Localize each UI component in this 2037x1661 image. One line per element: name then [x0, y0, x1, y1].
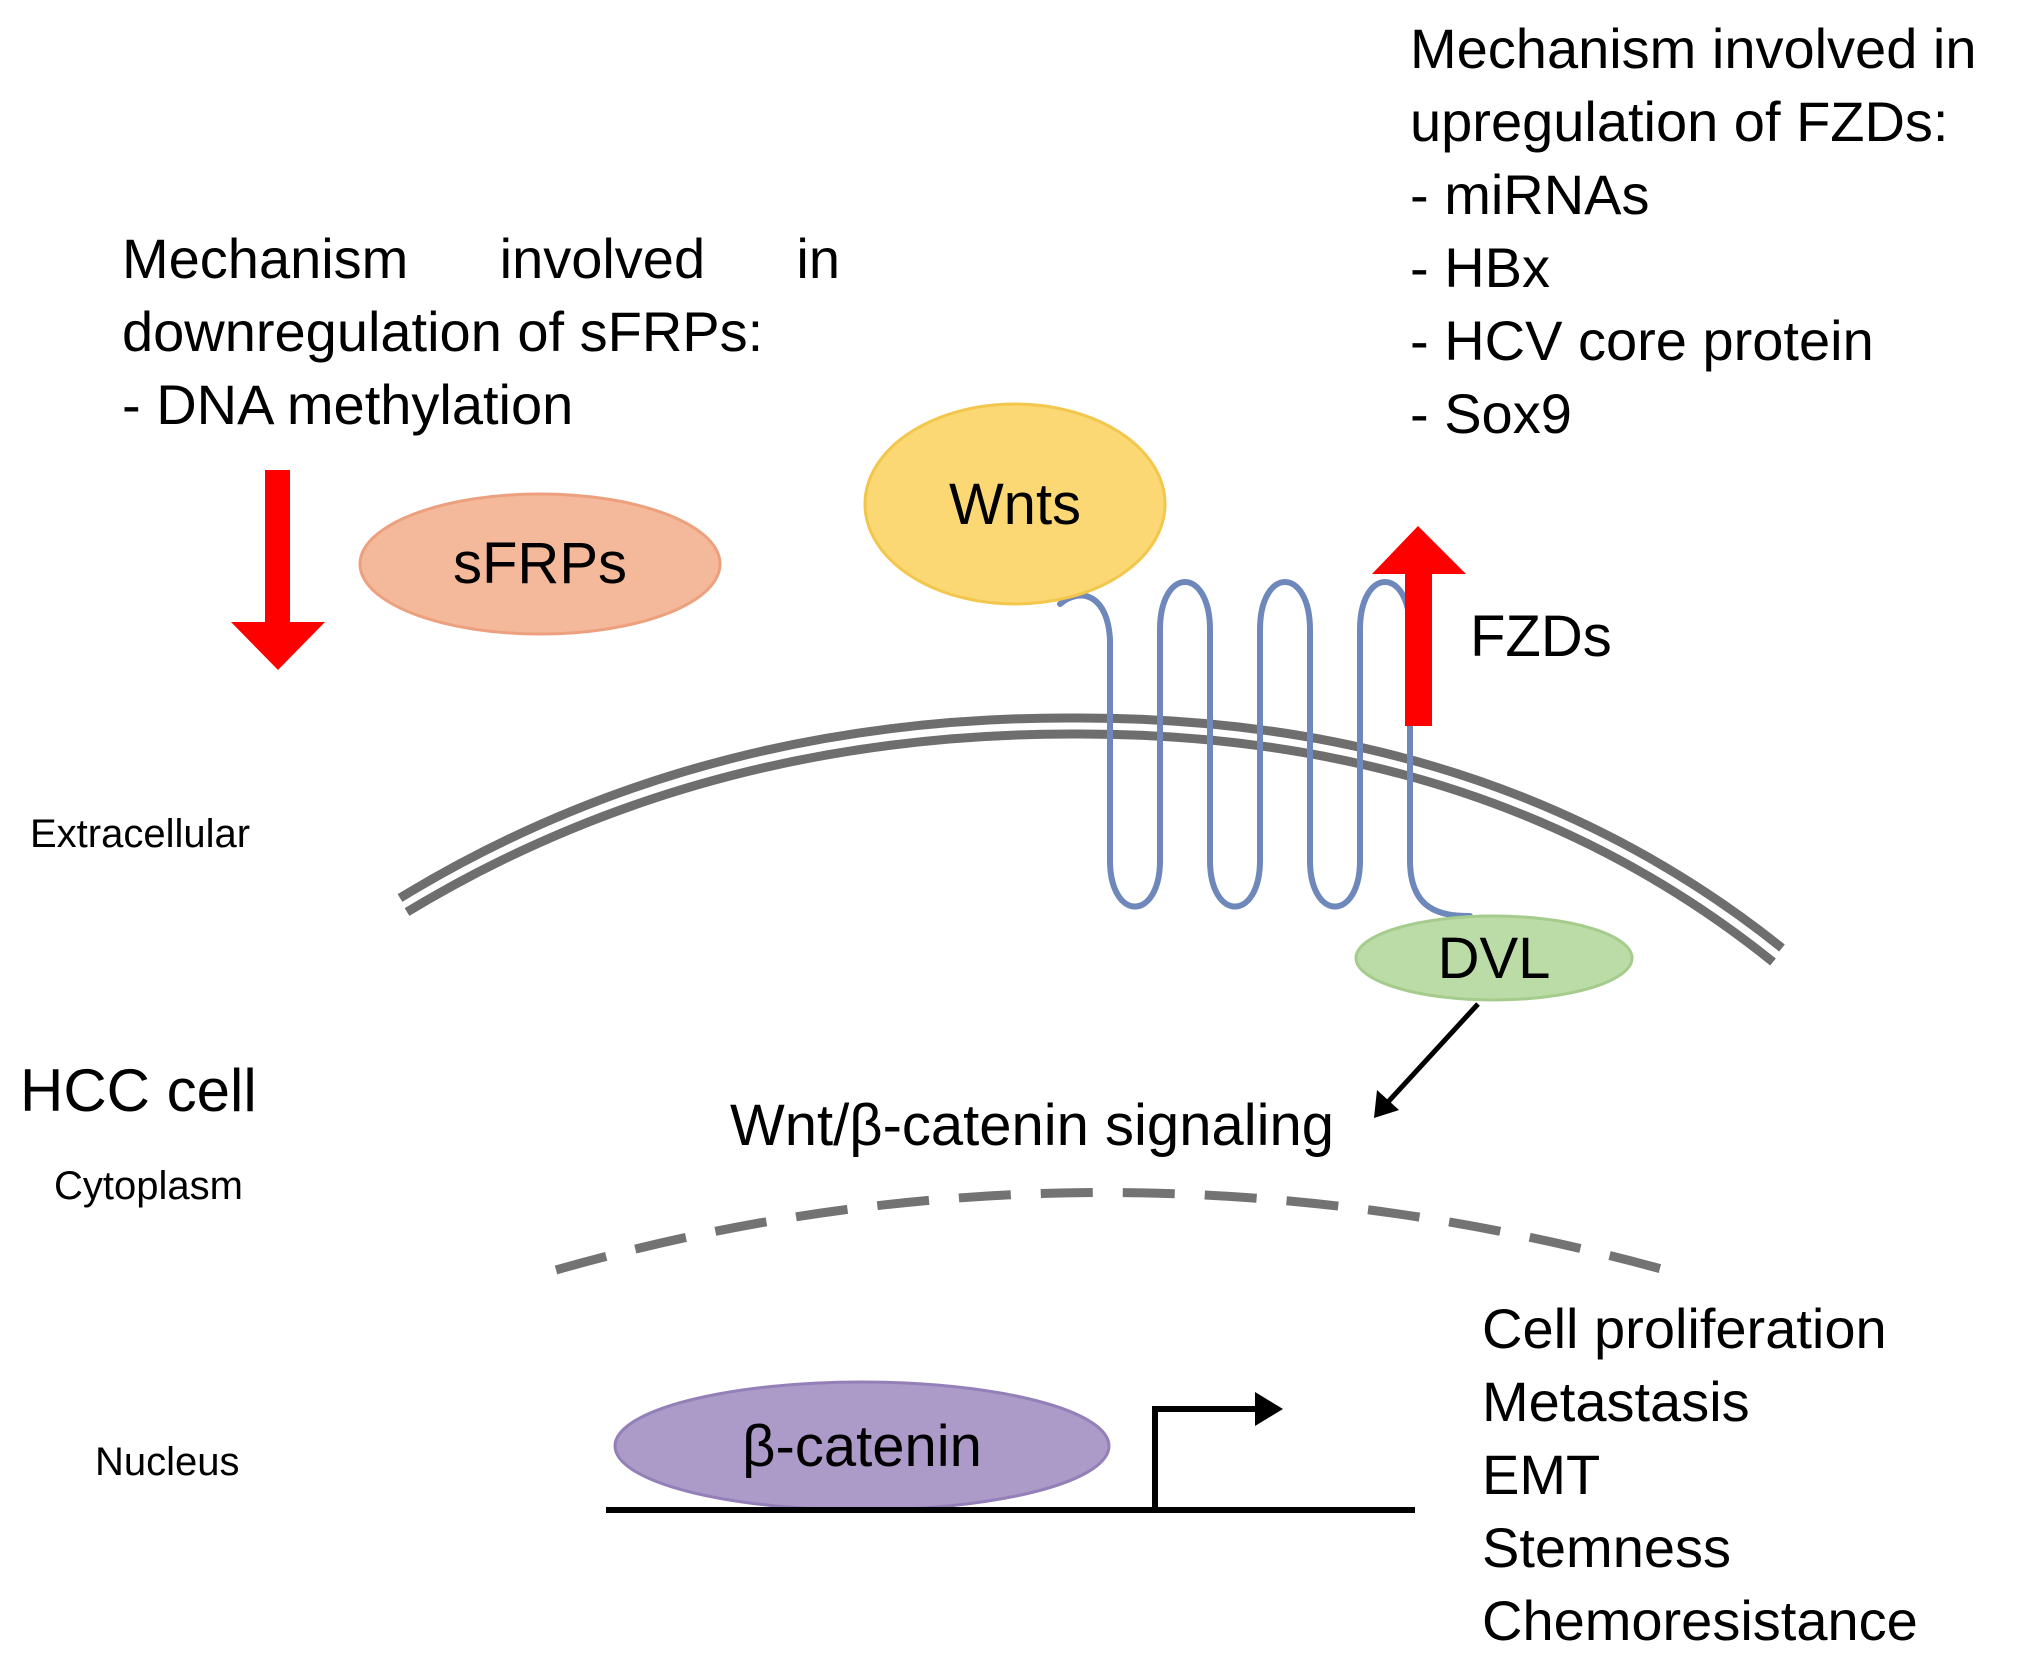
wnts-label: Wnts — [948, 472, 1082, 537]
sfrp-mechanism-heading-line2: downregulation of sFRPs: — [122, 300, 764, 363]
fzd-mechanism-item: - HBx — [1410, 236, 1550, 299]
outcome-item: Metastasis — [1482, 1370, 1750, 1433]
transcription-arrowhead-icon — [1255, 1392, 1283, 1426]
dvl-ellipse — [1354, 914, 1634, 1002]
sfrp-mechanism-heading-line1: Mechanism involved in — [122, 222, 840, 295]
extracellular-label: Extracellular — [30, 812, 251, 856]
dvl-signaling-arrowhead-icon — [1374, 1090, 1399, 1118]
signaling-label: Wnt/β-catenin signaling — [730, 1093, 1334, 1158]
dvl-signaling-arrow — [1386, 1002, 1480, 1104]
dvl-label: DVL — [1437, 926, 1551, 991]
cell-membrane-inner — [404, 729, 1776, 966]
fzd-mechanism-item: - miRNAs — [1410, 163, 1650, 226]
outcome-item: Stemness — [1482, 1516, 1731, 1579]
down-arrow-icon — [231, 470, 325, 670]
cell-membrane-outer — [397, 713, 1785, 952]
sfrp-heading-word-2: involved — [499, 227, 706, 290]
outcome-item: EMT — [1482, 1443, 1601, 1506]
outcome-item: Chemoresistance — [1482, 1589, 1918, 1652]
up-arrow-icon — [1372, 526, 1466, 726]
cytoplasm-label: Cytoplasm — [54, 1164, 243, 1208]
fzd-mechanism-text: Mechanism involved in upregulation of FZ… — [1410, 12, 1976, 450]
fzd-mechanism-item: - HCV core protein — [1410, 309, 1874, 372]
sfrp-heading-word-1: Mechanism — [122, 227, 409, 290]
sfrp-mechanism-text: Mechanism involved in downregulation of … — [122, 222, 840, 441]
outcomes-list: Cell proliferation Metastasis EMT Stemne… — [1482, 1292, 1918, 1657]
sfrps-label: sFRPs — [453, 531, 627, 596]
outcome-item: Cell proliferation — [1482, 1297, 1887, 1360]
sfrps-ellipse — [358, 492, 722, 636]
transcription-start-arrow — [1152, 1406, 1258, 1510]
fzds-label: FZDs — [1470, 604, 1612, 669]
fzd-mechanism-heading-line1: Mechanism involved in — [1410, 17, 1977, 80]
beta-catenin-label: β-catenin — [742, 1414, 982, 1479]
wnts-ellipse — [863, 402, 1167, 606]
nucleus-label: Nucleus — [95, 1440, 240, 1484]
hcc-cell-label: HCC cell — [20, 1057, 257, 1124]
fzd-mechanism-item: - Sox9 — [1410, 382, 1572, 445]
sfrp-heading-word-3: in — [796, 227, 840, 290]
nuclear-envelope — [554, 1188, 1667, 1275]
fzd-mechanism-heading-line2: upregulation of FZDs: — [1410, 90, 1949, 153]
sfrp-mechanism-item: - DNA methylation — [122, 373, 574, 436]
fzd-receptor — [1057, 579, 1473, 919]
